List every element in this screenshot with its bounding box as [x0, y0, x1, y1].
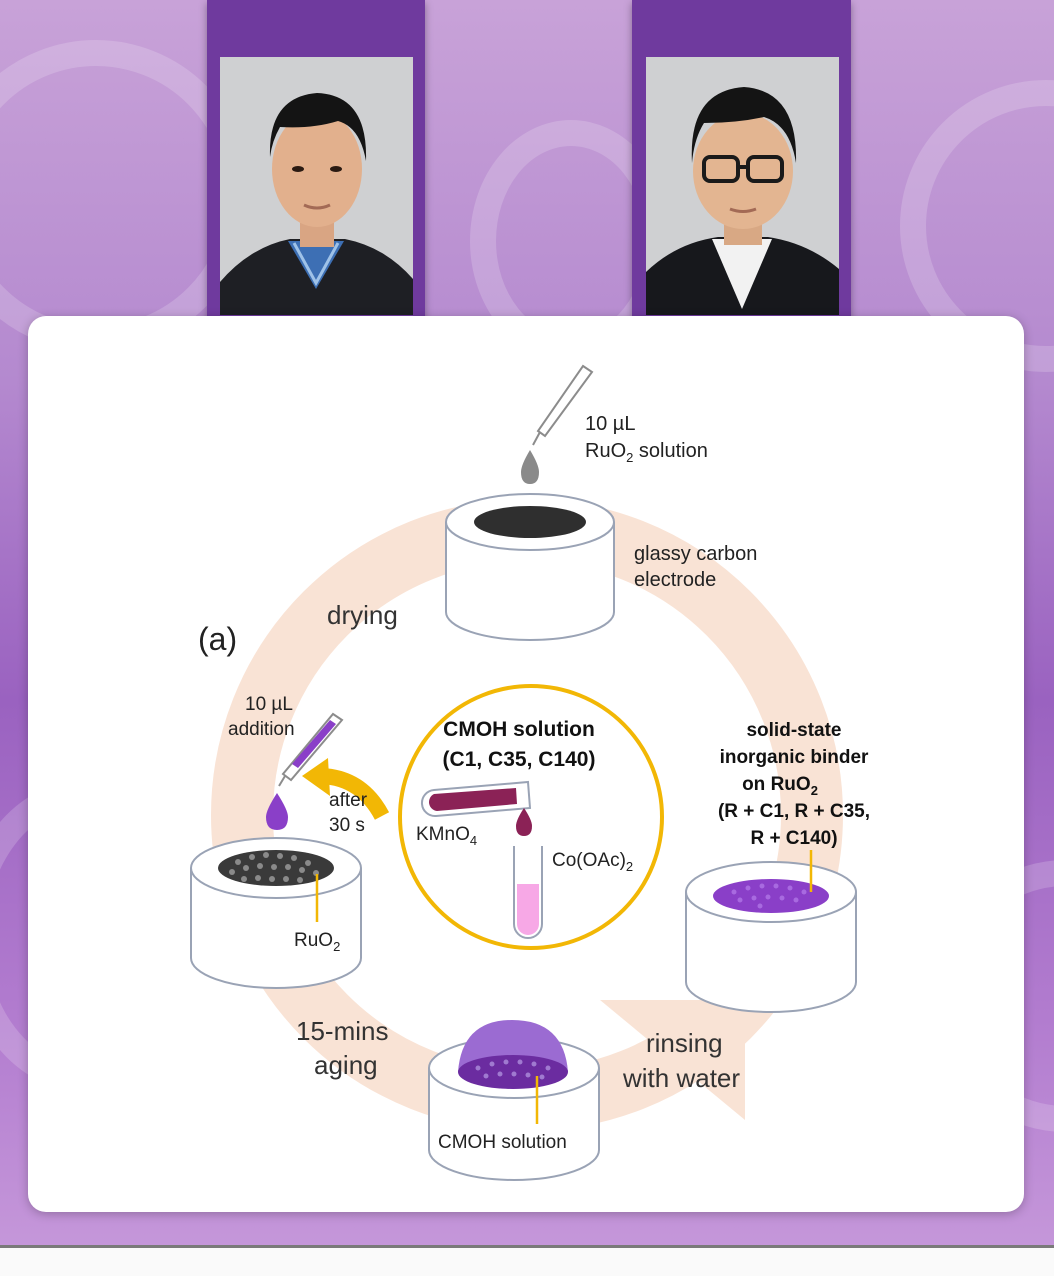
- addition-label-line2: addition: [228, 719, 295, 740]
- ruo2-label: RuO2: [294, 930, 340, 954]
- cooac-tube: [513, 846, 543, 939]
- pipette-top-label-line1: 10 µL: [585, 413, 635, 435]
- addition-label-line1: 10 µL: [245, 694, 293, 715]
- cmoh-solution-circle: [398, 684, 664, 950]
- pipette-top: [521, 364, 594, 484]
- kmno4-tube: [421, 780, 532, 836]
- portrait-photo-left: [220, 57, 413, 315]
- step-rinsing-line2: with water: [622, 1063, 740, 1093]
- electrode-label-line2: electrode: [634, 569, 716, 591]
- cmoh-title-line1: CMOH solution: [443, 718, 595, 741]
- pipette-top-label-line2: RuO2 solution: [585, 440, 708, 465]
- ruo2-electrode: [190, 837, 362, 989]
- portrait-photo-right: [646, 57, 839, 315]
- portrait-frame-right: [632, 0, 851, 334]
- pipette-addition: [266, 712, 344, 830]
- after-arrow: [302, 758, 390, 820]
- bottom-bar: [0, 1245, 1054, 1276]
- electrode-label-line1: glassy carbon: [634, 543, 757, 565]
- binder-label-line5: R + C140): [750, 828, 837, 849]
- binder-label-line3: on RuO2: [742, 774, 818, 798]
- binder-label-line2: inorganic binder: [720, 747, 869, 768]
- cooac-label: Co(OAc)2: [552, 850, 633, 874]
- cmoh-dome-electrode: [428, 1020, 600, 1181]
- after-label-line2: 30 s: [329, 815, 365, 836]
- step-drying: drying: [327, 600, 398, 630]
- after-label-line1: after: [329, 790, 368, 811]
- step-aging-line1: 15-mins: [296, 1016, 388, 1046]
- step-rinsing-line1: rinsing: [646, 1028, 723, 1058]
- electrode-preparation-diagram: 10 µL RuO2 solution glassy carbon electr…: [190, 364, 870, 1181]
- cmoh-solution-label: CMOH solution: [438, 1132, 567, 1153]
- cmoh-title-line2: (C1, C35, C140): [443, 748, 596, 771]
- panel-label: (a): [198, 621, 237, 657]
- glassy-carbon-electrode: [445, 493, 615, 641]
- portrait-frame-left: [207, 0, 425, 334]
- binder-electrode: [685, 850, 857, 1013]
- binder-label-line1: solid-state: [746, 720, 841, 741]
- step-aging-line2: aging: [314, 1050, 378, 1080]
- binder-label-line4: (R + C1, R + C35,: [718, 801, 870, 822]
- diagram-card: 10 µL RuO2 solution glassy carbon electr…: [28, 316, 1024, 1212]
- kmno4-label: KMnO4: [416, 824, 477, 848]
